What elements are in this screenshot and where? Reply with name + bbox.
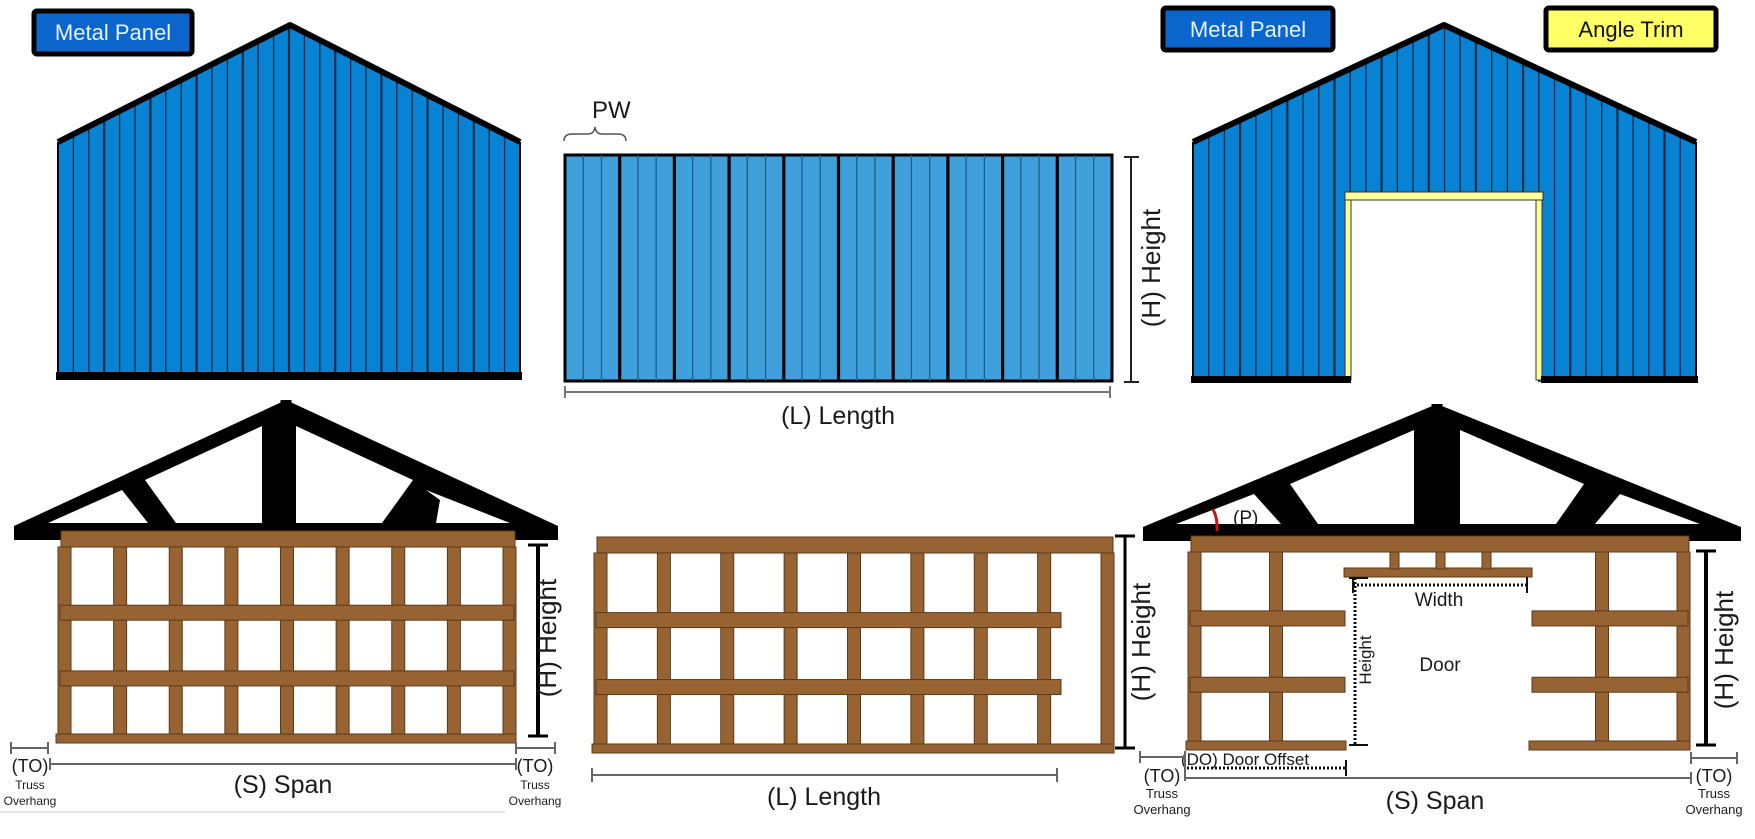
- end-wall-sheeting: [56, 22, 522, 380]
- side-wall-framing: (H) Height (L) Length: [591, 534, 1156, 811]
- door-frame-span-label: (S) Span: [1386, 787, 1485, 815]
- door-overhang-left-line2: Overhang: [1133, 802, 1190, 817]
- door-frame-height-label: (H) Height: [1709, 590, 1739, 709]
- end-wall-door-framing: (P) Width Height Door (H) Height (DO) Do…: [1133, 404, 1743, 817]
- metal-panel-tag-left: Metal Panel: [31, 8, 195, 57]
- end-wall-with-door-sheeting: [1191, 22, 1698, 383]
- door-overhang-right-line1: Truss: [1698, 786, 1731, 801]
- metal-panel-tag-left-label: Metal Panel: [55, 20, 171, 45]
- panel-width-label: PW: [592, 97, 631, 124]
- door-overhang-right-code: (TO): [1696, 766, 1733, 786]
- door-label: Door: [1419, 655, 1461, 676]
- end-frame-height-label: (H) Height: [532, 578, 562, 697]
- angle-trim-tag: Angle Trim: [1543, 5, 1719, 53]
- door-overhang-left-code: (TO): [1144, 766, 1181, 786]
- pitch-label: (P): [1233, 508, 1258, 529]
- overhang-right-code: (TO): [517, 756, 554, 776]
- angle-trim-tag-label: Angle Trim: [1578, 17, 1683, 42]
- side-wall-sheeting: PW (H) Height (L) Length: [563, 97, 1166, 430]
- overhang-left-code: (TO): [12, 756, 49, 776]
- pitch-arc-icon: [1211, 508, 1219, 532]
- side-sheeting-height-label: (H) Height: [1136, 208, 1166, 327]
- side-frame-height-label: (H) Height: [1126, 582, 1156, 701]
- end-frame-span-label: (S) Span: [234, 771, 333, 799]
- overhang-right-line2: Overhang: [509, 794, 562, 808]
- door-height-label: Height: [1356, 635, 1375, 684]
- panel-width-brace: [563, 126, 627, 142]
- angle-trim-frame: [1344, 191, 1544, 381]
- door-overhang-right-line2: Overhang: [1685, 802, 1742, 817]
- overhang-right-line1: Truss: [520, 778, 550, 792]
- side-sheeting-length-label: (L) Length: [781, 402, 895, 430]
- side-frame-length-label: (L) Length: [767, 783, 881, 811]
- metal-panel-tag-right-label: Metal Panel: [1190, 17, 1306, 42]
- door-offset-label: (DO) Door Offset: [1181, 750, 1309, 769]
- door-width-label: Width: [1415, 590, 1464, 611]
- metal-panel-tag-right: Metal Panel: [1160, 5, 1336, 53]
- overhang-left-line1: Truss: [15, 778, 45, 792]
- overhang-left-line2: Overhang: [4, 794, 57, 808]
- door-overhang-left-line1: Truss: [1146, 786, 1179, 801]
- end-wall-framing: (H) Height (TO) Truss Overhang (TO) Trus…: [0, 400, 562, 813]
